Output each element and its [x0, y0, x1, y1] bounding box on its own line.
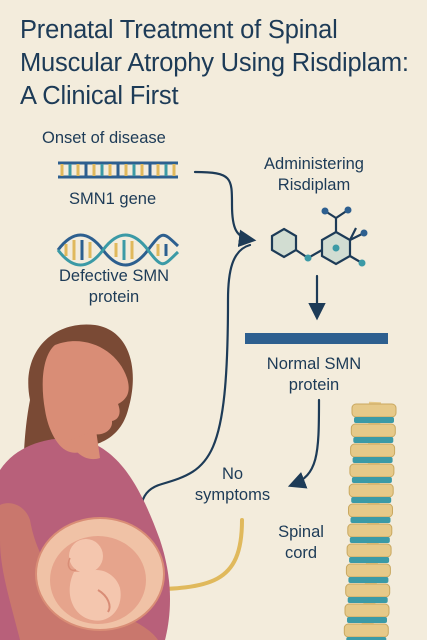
smn1-gene-label: SMN1 gene [69, 190, 157, 208]
fetus [67, 539, 121, 621]
spinal-disc [349, 537, 390, 543]
smn1-gene-icon [58, 161, 178, 179]
defective-line-2: protein [88, 288, 140, 306]
no-symptoms-line-1: No [221, 465, 244, 483]
vertebra [343, 623, 389, 638]
arrow-protein-to-no-symptoms [287, 398, 321, 489]
administering-line-1: Administering [264, 155, 364, 173]
vertebra [344, 603, 390, 618]
no-symptoms-label: No symptoms [180, 464, 285, 506]
pregnant-woman-illustration [0, 324, 170, 640]
vertebra [346, 543, 392, 558]
neck [70, 430, 100, 460]
normal-protein-bar [245, 333, 388, 344]
arrow-onset-to-risdiplam [193, 170, 257, 248]
normal-line-2: protein [288, 376, 340, 394]
flow-arrows [135, 170, 326, 539]
spinal-disc [352, 457, 393, 463]
page-title: Prenatal Treatment of Spinal Muscular At… [20, 16, 409, 110]
spinal-line-2: cord [284, 544, 318, 562]
vertebra [348, 483, 394, 498]
spinal-disc [347, 617, 387, 623]
vertebra [348, 503, 393, 518]
spinal-disc [351, 497, 392, 503]
spinal-disc [354, 417, 394, 423]
spinal-disc [351, 477, 392, 483]
defective-line-1: Defective SMN [58, 267, 170, 285]
vertebra [350, 443, 396, 458]
defective-protein-label: Defective SMN protein [44, 266, 184, 308]
spinal-disc [353, 437, 394, 443]
normal-line-1: Normal SMN [266, 355, 362, 373]
normal-protein-label: Normal SMN protein [244, 354, 384, 396]
administering-label: Administering Risdiplam [244, 154, 384, 196]
administering-line-2: Risdiplam [277, 176, 351, 194]
face [42, 341, 129, 453]
spinal-disc [347, 597, 388, 603]
no-symptoms-line-2: symptoms [194, 486, 271, 504]
dna-helix-icon [56, 233, 180, 267]
vertebra [351, 403, 397, 418]
arrow-to-pregnancy [135, 243, 252, 539]
spinal-disc [349, 557, 390, 563]
spinal-line-1: Spinal [278, 523, 324, 541]
vertebra [347, 523, 393, 538]
vertebra [345, 563, 391, 578]
spinal-disc [346, 637, 387, 640]
vertebra [349, 463, 395, 478]
arm [0, 503, 158, 640]
spinal-cord-label: Spinal cord [262, 522, 340, 564]
spinal-disc [348, 577, 389, 583]
vertebra [345, 583, 391, 598]
risdiplam-molecule-icon [270, 206, 368, 267]
spinal-disc [350, 517, 391, 523]
onset-label: Onset of disease [42, 129, 166, 147]
vertebra [350, 423, 396, 438]
spinal-cord-illustration [343, 401, 397, 640]
